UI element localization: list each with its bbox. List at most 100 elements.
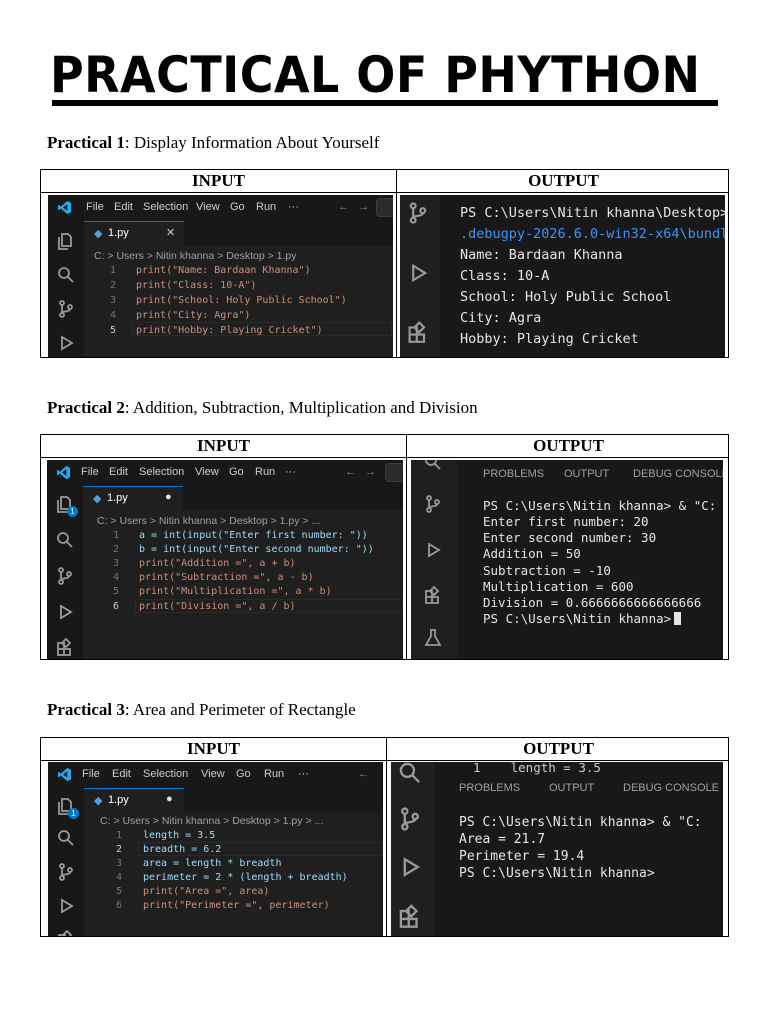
menu-go[interactable]: Go: [236, 768, 251, 780]
search-box[interactable]: [376, 198, 393, 217]
unsaved-dot-icon[interactable]: ●: [165, 491, 172, 503]
practical-description: : Addition, Subtraction, Multiplication …: [124, 398, 478, 417]
practical-3-heading: Practical 3: Area and Perimeter of Recta…: [47, 700, 356, 720]
line-number: 2: [115, 844, 122, 855]
run-debug-icon: [403, 857, 421, 877]
explorer-icon[interactable]: [56, 796, 76, 816]
extensions-icon[interactable]: [56, 928, 76, 936]
panel-tab-problems[interactable]: PROBLEMS: [459, 782, 521, 794]
source-control-icon[interactable]: [56, 299, 76, 319]
line-number: 2: [109, 280, 116, 291]
menu-run[interactable]: Run: [255, 466, 276, 478]
search-box[interactable]: [385, 463, 403, 482]
terminal-line: Enter first number: 20: [483, 514, 649, 529]
code-line[interactable]: b = int(input("Enter second number: ")): [139, 544, 374, 555]
code-line[interactable]: print("School: Holy Public School"): [136, 295, 347, 306]
notification-badge: 1: [67, 506, 78, 517]
menu-edit[interactable]: Edit: [109, 466, 128, 478]
code-line[interactable]: print("Hobby: Playing Cricket"): [136, 325, 323, 336]
code-line[interactable]: print("Name: Bardaan Khanna"): [136, 265, 311, 276]
back-arrow-icon[interactable]: ←: [338, 201, 349, 213]
search-icon[interactable]: [55, 530, 75, 550]
line-number: 5: [115, 886, 122, 897]
panel-tab-output[interactable]: OUTPUT: [564, 468, 610, 480]
header-rule: [41, 760, 728, 761]
menu-view[interactable]: View: [196, 201, 220, 213]
code-line[interactable]: print("City: Agra"): [136, 310, 251, 321]
vscode-logo-icon: [57, 767, 72, 782]
terminal-line: Addition = 50: [483, 546, 581, 561]
menu-file[interactable]: File: [82, 768, 100, 780]
editor-tab[interactable]: ◆ 1.py ●: [84, 788, 184, 812]
code-line[interactable]: perimeter = 2 * (length + breadth): [143, 872, 348, 883]
menu-selection[interactable]: Selection: [143, 768, 189, 780]
menu-more[interactable]: ···: [288, 201, 299, 213]
code-line[interactable]: print("Multiplication =", a * b): [139, 586, 332, 597]
practical-1-heading: Practical 1: Display Information About Y…: [47, 133, 379, 153]
code-line[interactable]: area = length * breadth: [143, 858, 282, 869]
menu-edit[interactable]: Edit: [114, 201, 133, 213]
run-debug-icon[interactable]: [55, 602, 75, 622]
close-icon[interactable]: ✕: [166, 227, 176, 239]
panel-tab-output[interactable]: OUTPUT: [549, 782, 595, 794]
code-line[interactable]: a = int(input("Enter first number: ")): [139, 530, 368, 541]
terminal-line: Class: 10-A: [460, 268, 550, 284]
panel-tab-debug-console[interactable]: DEBUG CONSOLE: [633, 468, 723, 480]
menu-file[interactable]: File: [86, 201, 104, 213]
menu-more[interactable]: ···: [285, 466, 296, 478]
explorer-icon[interactable]: [55, 494, 75, 514]
current-line-highlight: [135, 599, 403, 613]
run-debug-icon[interactable]: [56, 896, 76, 916]
panel-tab-debug-console[interactable]: DEBUG CONSOLE: [623, 782, 719, 794]
menu-view[interactable]: View: [195, 466, 219, 478]
menu-selection[interactable]: Selection: [139, 466, 185, 478]
search-icon[interactable]: [56, 265, 76, 285]
line-number: 4: [109, 310, 116, 321]
forward-arrow-icon[interactable]: →: [365, 466, 376, 478]
menu-view[interactable]: View: [201, 768, 225, 780]
title-underline: [52, 100, 718, 106]
menu-run[interactable]: Run: [256, 201, 277, 213]
menu-file[interactable]: File: [81, 466, 99, 478]
menu-bar: File Edit Selection View Go Run ··· ←: [48, 762, 383, 788]
back-arrow-icon[interactable]: ←: [345, 466, 356, 478]
code-line[interactable]: breadth = 6.2: [143, 844, 222, 855]
tab-filename: 1.py: [107, 492, 128, 504]
code-line[interactable]: print("Area =", area): [143, 886, 270, 897]
breadcrumb: C: > Users > Nitin khanna > Desktop > 1.…: [97, 515, 321, 527]
source-control-icon[interactable]: [55, 566, 75, 586]
extensions-icon: [408, 321, 426, 343]
menu-more[interactable]: ···: [298, 768, 309, 780]
menu-go[interactable]: Go: [230, 201, 245, 213]
code-line[interactable]: print("Addition =", a + b): [139, 558, 296, 569]
terminal-prompt[interactable]: PS C:\Users\Nitin khanna>: [483, 611, 682, 627]
input-column-header: INPUT: [192, 171, 245, 190]
explorer-icon[interactable]: [56, 231, 76, 251]
practical-2-heading: Practical 2: Addition, Subtraction, Mult…: [47, 398, 478, 418]
menu-run[interactable]: Run: [264, 768, 285, 780]
back-arrow-icon[interactable]: ←: [358, 768, 369, 780]
menu-selection[interactable]: Selection: [143, 201, 189, 213]
source-control-icon[interactable]: [56, 862, 76, 882]
code-line[interactable]: print("Perimeter =", perimeter): [143, 900, 330, 911]
code-line[interactable]: print("Division =", a / b): [139, 601, 296, 612]
code-line[interactable]: length = 3.5: [143, 830, 216, 841]
search-icon[interactable]: [56, 828, 76, 848]
code-line[interactable]: print("Subtraction =", a - b): [139, 572, 314, 583]
panel-tab-problems[interactable]: PROBLEMS: [483, 468, 545, 480]
unsaved-dot-icon[interactable]: ●: [166, 793, 173, 805]
editor-tab[interactable]: ◆ 1.py ●: [83, 486, 183, 510]
forward-arrow-icon[interactable]: →: [358, 201, 369, 213]
terminal-output-screenshot: 1 length = 3.5 PROBLEMS OUTPUT DEBUG CON…: [391, 762, 723, 936]
menu-go[interactable]: Go: [229, 466, 244, 478]
menu-edit[interactable]: Edit: [112, 768, 131, 780]
run-debug-icon[interactable]: [56, 333, 76, 353]
extensions-icon[interactable]: [55, 636, 75, 656]
menu-bar: File Edit Selection View Go Run ··· ← →: [48, 195, 393, 221]
output-column-header: OUTPUT: [523, 739, 594, 758]
extensions-icon: [399, 904, 419, 928]
editor-tab[interactable]: ◆ 1.py ✕: [84, 221, 184, 245]
column-divider: [396, 170, 397, 357]
code-line[interactable]: print("Class: 10-A"): [136, 280, 257, 291]
line-number: 6: [112, 601, 119, 612]
